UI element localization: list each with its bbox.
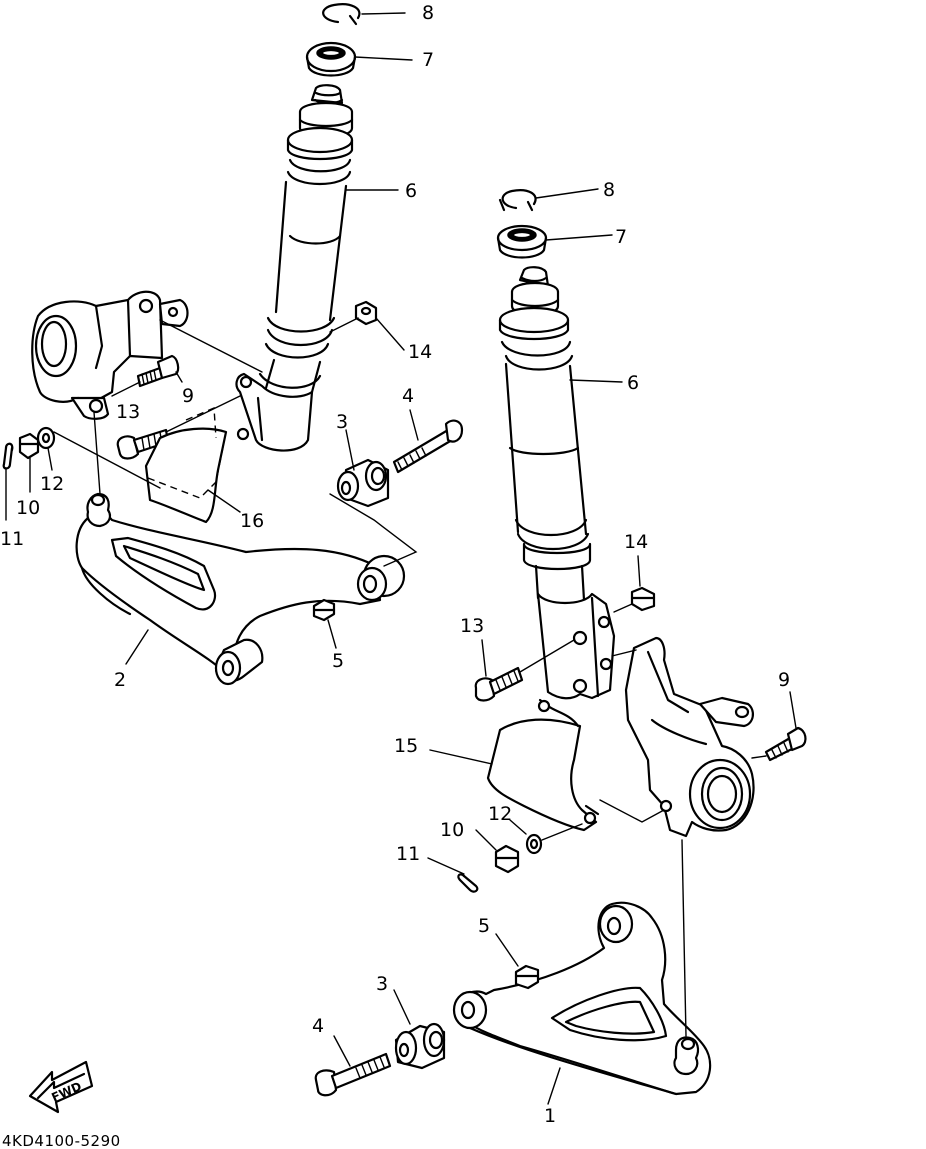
- nut-part-14-right: [630, 586, 656, 612]
- callout-6-left: 6: [405, 180, 417, 202]
- steering-knuckle-left: [31, 290, 189, 420]
- callout-14-right: 14: [624, 531, 648, 553]
- bushing-part-3-right: [394, 1022, 446, 1070]
- guard-part-15: [486, 698, 600, 832]
- lower-arm-part-1: [452, 901, 712, 1096]
- circlip-part-8-right: [498, 189, 537, 212]
- bolt-part-4-left: [392, 419, 464, 474]
- callout-9-left: 9: [182, 385, 194, 407]
- bolt-part-13-right: [474, 666, 524, 702]
- diagram-code: 4KD4100-5290: [2, 1132, 121, 1149]
- callout-13-left: 13: [116, 401, 140, 423]
- callout-5-right: 5: [478, 915, 490, 937]
- nut-part-10-left: [18, 432, 40, 460]
- bolt-part-4-right: [314, 1052, 392, 1097]
- callout-13-right: 13: [460, 615, 484, 637]
- callout-7-right: 7: [615, 226, 627, 248]
- callout-16: 16: [240, 510, 264, 532]
- callout-5-left: 5: [332, 650, 344, 672]
- cotter-pin-part-11-left: [2, 442, 14, 470]
- bushing-part-3-left: [336, 458, 390, 508]
- washer-part-12-left: [36, 426, 56, 450]
- callout-4-right: 4: [312, 1015, 324, 1037]
- callout-2: 2: [114, 669, 126, 691]
- forward-arrow-icon: [28, 1060, 94, 1114]
- washer-part-12-right: [525, 833, 543, 855]
- guard-part-16: [144, 406, 228, 524]
- shock-absorber-part-6-left: [235, 84, 354, 452]
- callout-8-left: 8: [422, 2, 434, 24]
- callout-10-right: 10: [440, 819, 464, 841]
- nut-part-10-right: [494, 844, 520, 874]
- callout-15: 15: [394, 735, 418, 757]
- callout-6-right: 6: [627, 372, 639, 394]
- callout-9-right: 9: [778, 669, 790, 691]
- callout-12-left: 12: [40, 473, 64, 495]
- cotter-pin-part-11-right: [457, 873, 479, 893]
- callout-1: 1: [544, 1105, 556, 1127]
- callout-8-right: 8: [603, 179, 615, 201]
- bushing-part-7-left: [305, 41, 357, 77]
- bolt-part-9-left: [136, 354, 180, 388]
- nut-part-5-right: [514, 964, 540, 990]
- callout-4-left: 4: [402, 385, 414, 407]
- callout-11-left: 11: [0, 528, 24, 550]
- bushing-part-7-right: [496, 224, 548, 259]
- callout-3-left: 3: [336, 411, 348, 433]
- steering-knuckle-right: [624, 636, 755, 838]
- circlip-part-8-left: [322, 3, 361, 26]
- bolt-part-13-left: [116, 428, 170, 460]
- bolt-part-9-right: [764, 726, 807, 762]
- shock-absorber-part-6-right: [498, 266, 616, 700]
- callout-14-left: 14: [408, 341, 432, 363]
- lower-arm-part-2: [75, 492, 406, 686]
- callout-10-left: 10: [16, 497, 40, 519]
- nut-part-5-left: [312, 598, 336, 622]
- callout-11-right: 11: [396, 843, 420, 865]
- callout-12-right: 12: [488, 803, 512, 825]
- callout-3-right: 3: [376, 973, 388, 995]
- nut-part-14-left: [354, 300, 378, 326]
- callout-7-left: 7: [422, 49, 434, 71]
